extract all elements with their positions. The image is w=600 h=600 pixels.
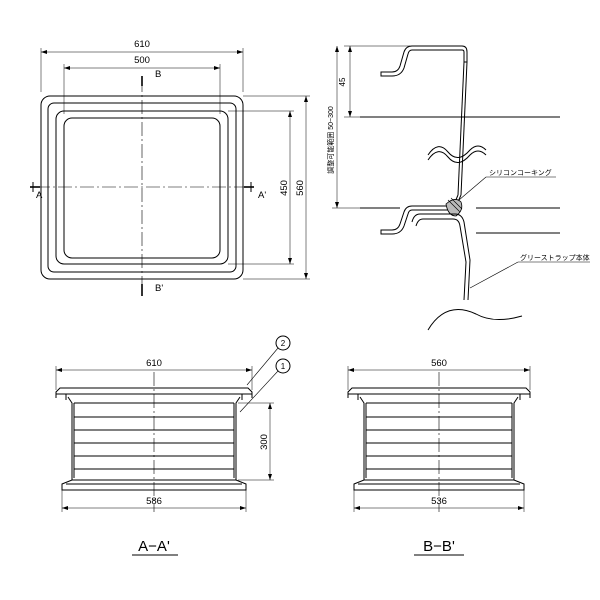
trap-body-profile <box>411 213 471 301</box>
callout-2: 2 <box>281 339 286 348</box>
label-trap-body: グリーストラップ本体 <box>520 253 590 262</box>
dim-top: 45 <box>338 77 347 86</box>
dim-outer-height: 560 <box>295 180 306 196</box>
dim-adjust-range: 調整可能範囲 50~300 <box>326 106 335 174</box>
section-b-dim-bottom: 536 <box>431 496 447 507</box>
caulking-mark <box>445 199 463 217</box>
section-a-dim-height: 300 <box>259 434 270 450</box>
callout-circle-1 <box>275 358 291 374</box>
dim-outer-width: 610 <box>134 39 150 50</box>
section-b-title: B−B' <box>423 538 455 555</box>
callout-1: 1 <box>281 362 286 371</box>
section-a-top-flange <box>55 387 253 398</box>
section-a-view: 610 586 300 2 1 A−A' <box>55 335 291 556</box>
section-a-dim-bottom: 586 <box>146 496 162 507</box>
section-a-prime-label: A' <box>258 190 266 201</box>
section-a-title: A−A' <box>138 538 170 555</box>
upper-frame-profile <box>380 45 468 77</box>
lower-frame-profile <box>380 205 454 235</box>
dim-inner-height: 450 <box>279 180 290 196</box>
plan-view: 610 500 450 560 B B' A A' <box>30 39 310 297</box>
break-line <box>427 145 487 158</box>
dim-inner-width: 500 <box>134 55 150 66</box>
section-a-label: A <box>36 190 43 201</box>
section-b-dim-top: 560 <box>431 358 447 369</box>
section-b-top-flange <box>347 387 531 398</box>
section-a-dim-top: 610 <box>146 358 162 369</box>
section-b-label: B <box>155 69 161 80</box>
label-caulking: シリコンコーキング <box>489 168 552 177</box>
section-b-view: 560 536 B−B' <box>347 358 531 556</box>
detail-view: 45 調整可能範囲 50~300 シリコンコーキング グリーストラップ本体 <box>326 45 590 331</box>
section-b-prime-label: B' <box>155 283 163 294</box>
callout-circle-2 <box>275 335 291 351</box>
